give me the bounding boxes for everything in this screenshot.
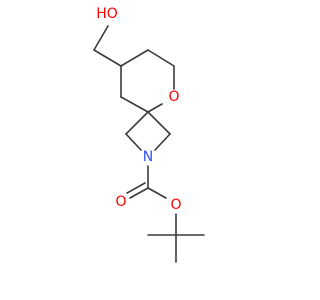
bond-c8-c7 [120, 49, 149, 67]
carbonyl-oxygen-label: O [115, 194, 126, 210]
ester-oxygen-label: O [170, 197, 181, 213]
atom-label-layer: HO O N O O [96, 6, 181, 213]
bond-layer [93, 25, 205, 263]
bond-c3-n [154, 133, 171, 151]
ring-oxygen-label: O [168, 89, 179, 105]
bond-c1-n [125, 133, 142, 151]
bond-carbonyl-ester-o [147, 187, 167, 199]
molecule-structure: HO O N O O [93, 6, 205, 263]
bond-spiro-c3 [147, 111, 171, 135]
bond-spiro-c1 [125, 111, 149, 135]
bond-carbonyl-double-1 [129, 187, 149, 199]
hydroxyl-label: HO [96, 6, 118, 22]
bond-spiro-c9 [120, 96, 149, 113]
bond-ch2-c8 [93, 49, 122, 67]
bond-carbonyl-double-2 [126, 182, 146, 194]
nitrogen-label: N [143, 149, 153, 165]
bond-o5-spiro [147, 103, 163, 113]
bond-ho-ch2 [93, 25, 109, 51]
bond-c7-c6 [147, 49, 175, 67]
